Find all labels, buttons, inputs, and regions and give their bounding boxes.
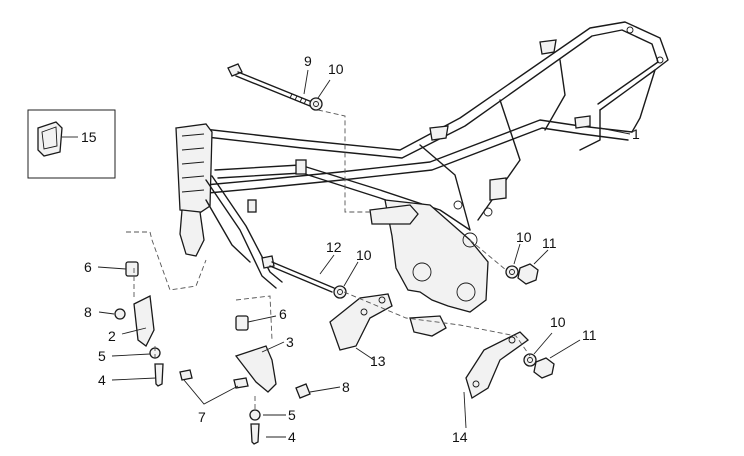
callout-4: 4 [288,429,296,445]
callout-11: 11 [582,327,597,343]
callout-2: 2 [108,328,116,344]
callout-6: 6 [84,259,92,275]
center-bracket-set [179,315,311,445]
callout-7: 7 [198,409,206,425]
inset-part-15 [27,109,116,179]
callout-14: 14 [452,429,468,445]
callout-3: 3 [286,334,294,350]
callout-4: 4 [98,372,106,388]
callout-6: 6 [279,306,287,322]
nuts-right [505,263,555,379]
callout-8: 8 [342,379,350,395]
callout-9: 9 [304,53,312,69]
callout-5: 5 [288,407,296,423]
callout-1: 1 [632,126,640,142]
assembly-lines [126,109,531,412]
callout-8: 8 [84,304,92,320]
bolt-9 [227,63,323,111]
callout-15: 15 [81,129,97,145]
leader-lines [97,69,631,438]
callout-10: 10 [328,61,344,77]
main-frame [175,21,669,313]
callout-11: 11 [542,235,557,251]
left-bracket-set [114,231,164,387]
callout-labels: 1 2 3 4 4 5 5 6 6 7 8 8 9 10 10 10 10 11… [81,53,640,445]
callout-5: 5 [98,348,106,364]
callout-12: 12 [326,239,342,255]
callout-10: 10 [356,247,372,263]
callout-10: 10 [550,314,566,330]
bracket-14 [465,331,530,400]
callout-13: 13 [370,353,386,369]
callout-10: 10 [516,229,532,245]
bracket-13 [329,293,447,351]
bolt-12 [261,255,347,299]
